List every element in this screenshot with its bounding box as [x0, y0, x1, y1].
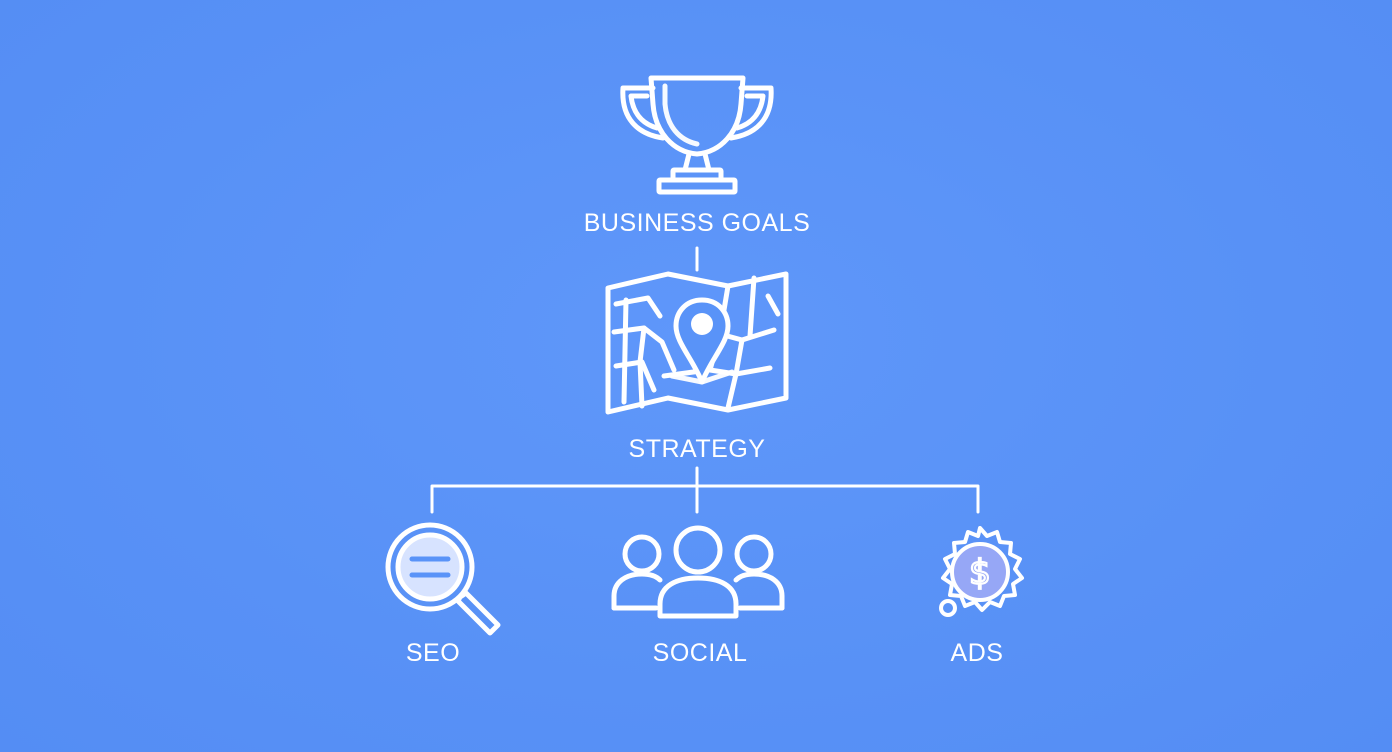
ads-label: ADS: [950, 639, 1004, 667]
connector-branch-right: [695, 484, 980, 514]
map-pin-icon: [605, 271, 789, 415]
trophy-icon: [620, 75, 774, 195]
svg-text:$: $: [969, 553, 991, 593]
strategy-label: STRATEGY: [628, 435, 766, 463]
goals-label: BUSINESS GOALS: [583, 209, 811, 237]
magnifier-icon: [385, 522, 501, 636]
people-group-icon: [611, 525, 785, 619]
social-label: SOCIAL: [652, 639, 748, 667]
connector-branch-left: [430, 484, 699, 514]
seo-label: SEO: [405, 639, 461, 667]
dollar-gear-icon: $: [939, 526, 1024, 617]
